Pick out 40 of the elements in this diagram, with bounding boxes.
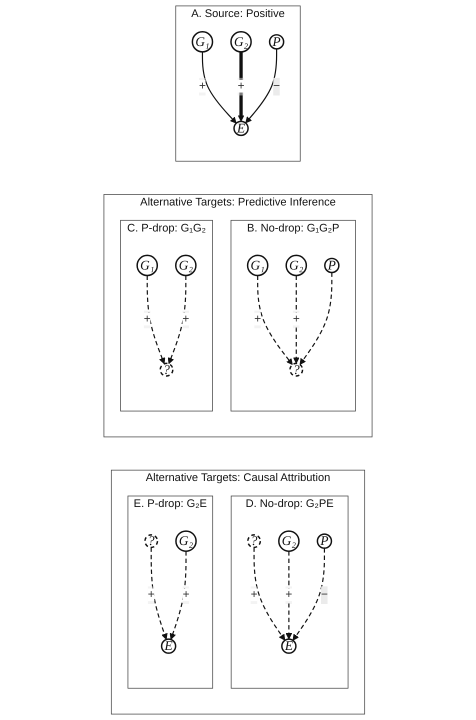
arrow <box>202 52 237 124</box>
node-circle: ? <box>160 362 174 377</box>
edge-label: + <box>148 588 155 602</box>
edge-label: + <box>182 312 190 326</box>
node-circle: P <box>324 258 340 274</box>
edge-label: + <box>254 312 262 326</box>
node-circle: G₁ <box>246 254 268 276</box>
edge-label: + <box>199 80 206 93</box>
edge-label: + <box>250 588 258 602</box>
node-circle: G₂ <box>285 254 308 276</box>
node-circle: E <box>160 638 176 654</box>
node-circle: E <box>281 638 297 654</box>
node-circle: ? <box>247 534 262 548</box>
arrow <box>292 548 326 641</box>
arrow <box>300 272 332 365</box>
node-circle: G₁ <box>192 31 214 53</box>
node-circle: E <box>233 120 249 136</box>
node-circle: G₂ <box>278 530 300 552</box>
arrow <box>150 547 168 640</box>
node-circle: P <box>316 533 332 549</box>
node-circle: G₁ <box>136 254 158 276</box>
node-circle: G₂ <box>230 31 252 53</box>
node-circle: G₂ <box>175 254 197 276</box>
node-circle: ? <box>289 362 304 377</box>
arrow <box>245 48 278 124</box>
edge-label: − <box>320 588 328 602</box>
edge-label: + <box>285 588 292 602</box>
edge-label: + <box>238 80 245 93</box>
edge-label: + <box>144 312 151 326</box>
arrow <box>170 551 187 640</box>
arrow <box>253 547 286 641</box>
node-circle: ? <box>144 534 158 548</box>
edge-label: − <box>273 80 280 93</box>
node-circle: P <box>268 34 284 50</box>
arrow <box>257 276 293 366</box>
edge-label: + <box>292 312 300 326</box>
edge-label: + <box>182 588 190 602</box>
arrow <box>168 276 186 364</box>
node-circle: G₂ <box>175 530 197 552</box>
arrow <box>146 276 166 364</box>
